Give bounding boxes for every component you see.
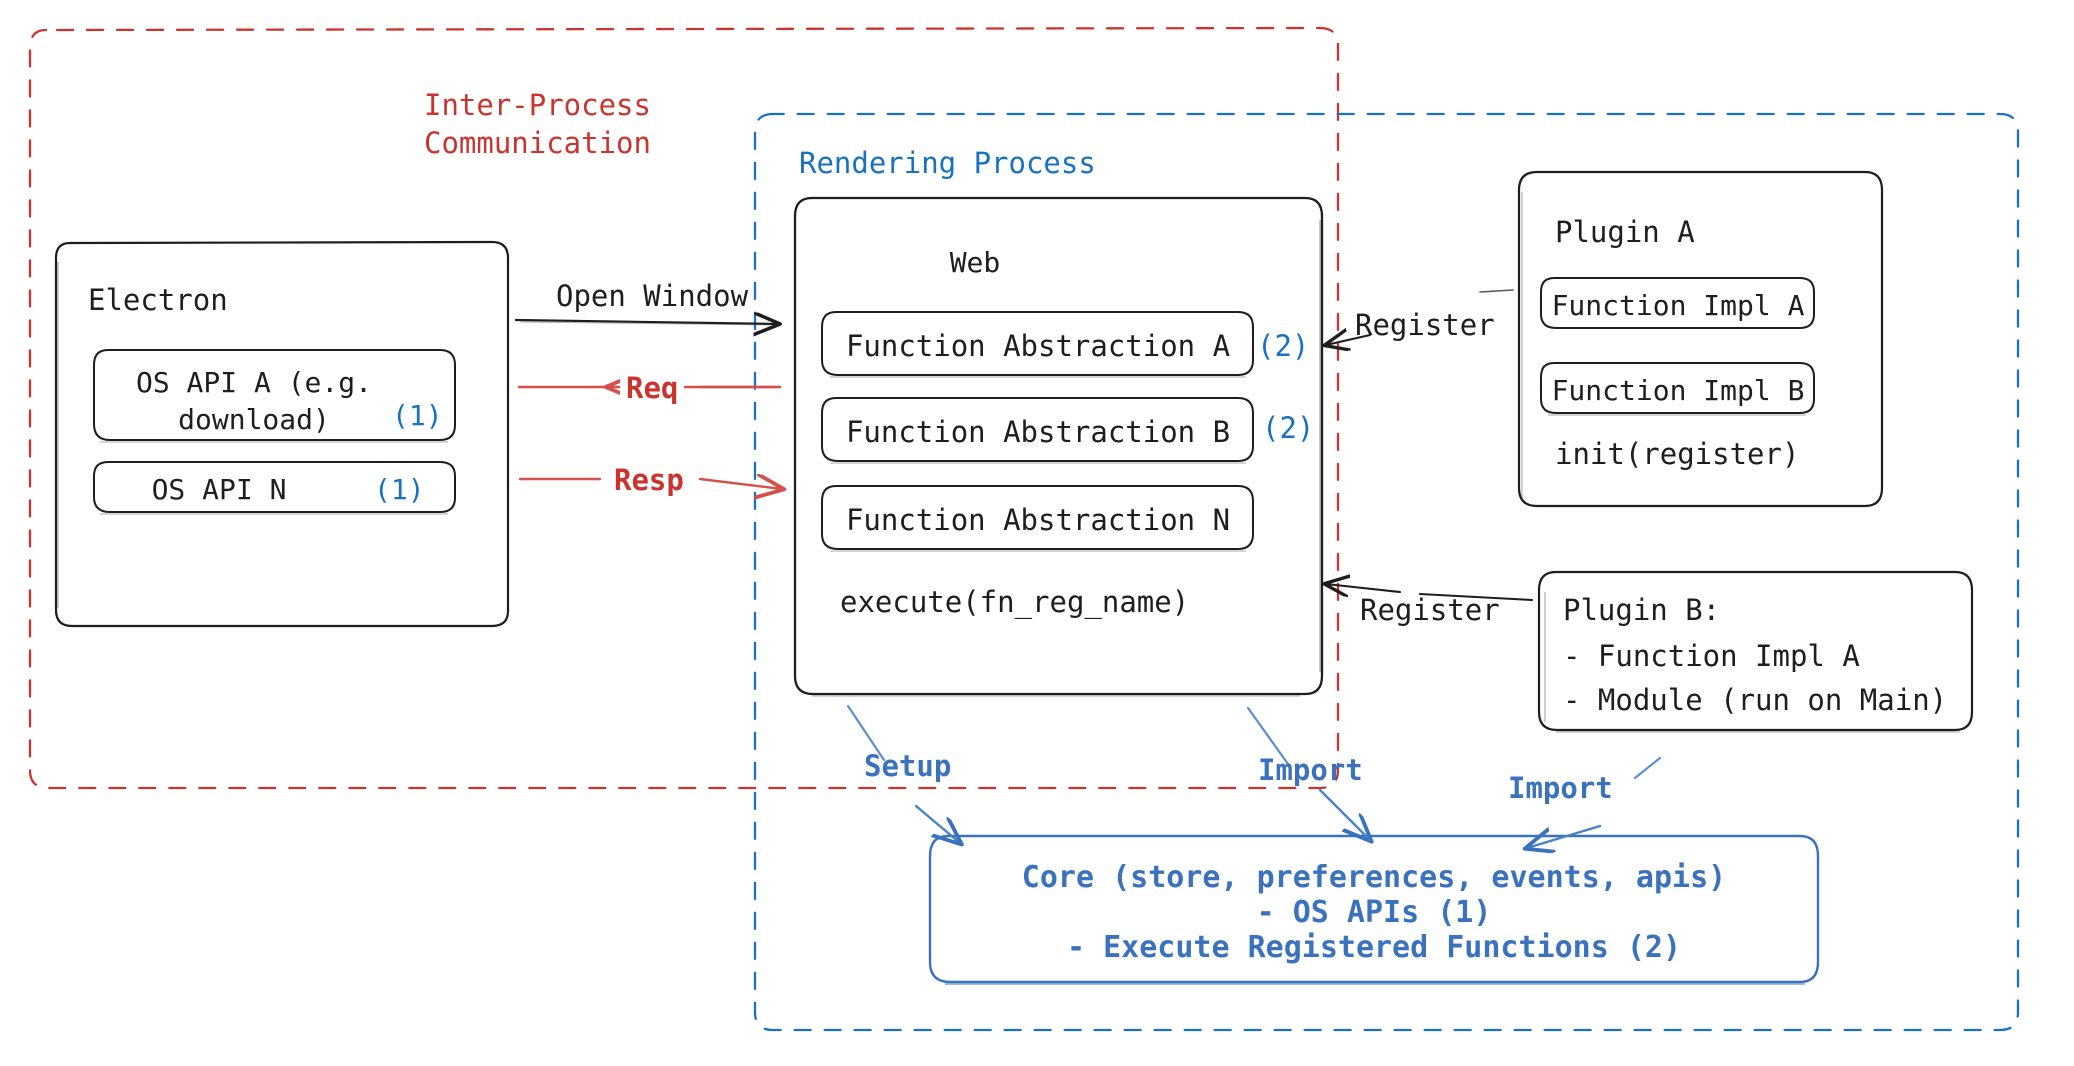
function-abstraction-a-marker: (2) bbox=[1257, 329, 1310, 363]
electron-title: Electron bbox=[88, 283, 228, 317]
plugin-b-line-1: - Function Impl A bbox=[1563, 639, 1860, 673]
edge-label-setup: Setup bbox=[864, 749, 952, 783]
os-api-n-label: OS API N bbox=[151, 473, 287, 506]
os-api-n-marker: (1) bbox=[374, 473, 425, 506]
group-label-rendering-process: Rendering Process bbox=[799, 146, 1096, 180]
edge-label-register-bottom: Register bbox=[1360, 593, 1500, 627]
edge-label-req: Req bbox=[620, 370, 685, 408]
web-title: Web bbox=[949, 246, 1001, 279]
edge-label-open-window: Open Window bbox=[556, 279, 749, 313]
edge-label-resp: Resp bbox=[608, 462, 690, 500]
function-abstraction-n-label: Function Abstraction N bbox=[845, 503, 1231, 537]
group-label-ipc: Inter-Process Communication bbox=[424, 88, 651, 161]
core-line-3: - Execute Registered Functions (2) bbox=[1066, 930, 1682, 965]
plugin-a-init-method: init(register) bbox=[1555, 437, 1800, 471]
web-execute-method: execute(fn_reg_name) bbox=[840, 585, 1190, 619]
os-api-a-label: OS API A (e.g. download) bbox=[135, 366, 372, 436]
os-api-a-marker: (1) bbox=[392, 399, 443, 432]
edge-open-window bbox=[514, 320, 778, 325]
edge-label-register-top: Register bbox=[1355, 308, 1495, 342]
core-line-2: - OS APIs (1) bbox=[1256, 895, 1492, 930]
plugin-b-title: Plugin B: bbox=[1563, 593, 1721, 627]
function-abstraction-b-marker: (2) bbox=[1262, 411, 1315, 445]
plugin-b-line-2: - Module (run on Main) bbox=[1563, 683, 1948, 717]
function-abstraction-b-label: Function Abstraction B bbox=[845, 415, 1231, 449]
plugin-a-impl-a-label: Function Impl A bbox=[1551, 289, 1805, 322]
edge-label-import-plugin-b: Import bbox=[1508, 771, 1613, 805]
function-abstraction-a-label: Function Abstraction A bbox=[845, 329, 1231, 363]
plugin-a-title: Plugin A bbox=[1555, 215, 1695, 249]
plugin-a-impl-b-label: Function Impl B bbox=[1551, 374, 1805, 407]
edge-label-import-web: Import bbox=[1258, 753, 1363, 787]
core-line-1: Core (store, preferences, events, apis) bbox=[1021, 860, 1727, 895]
